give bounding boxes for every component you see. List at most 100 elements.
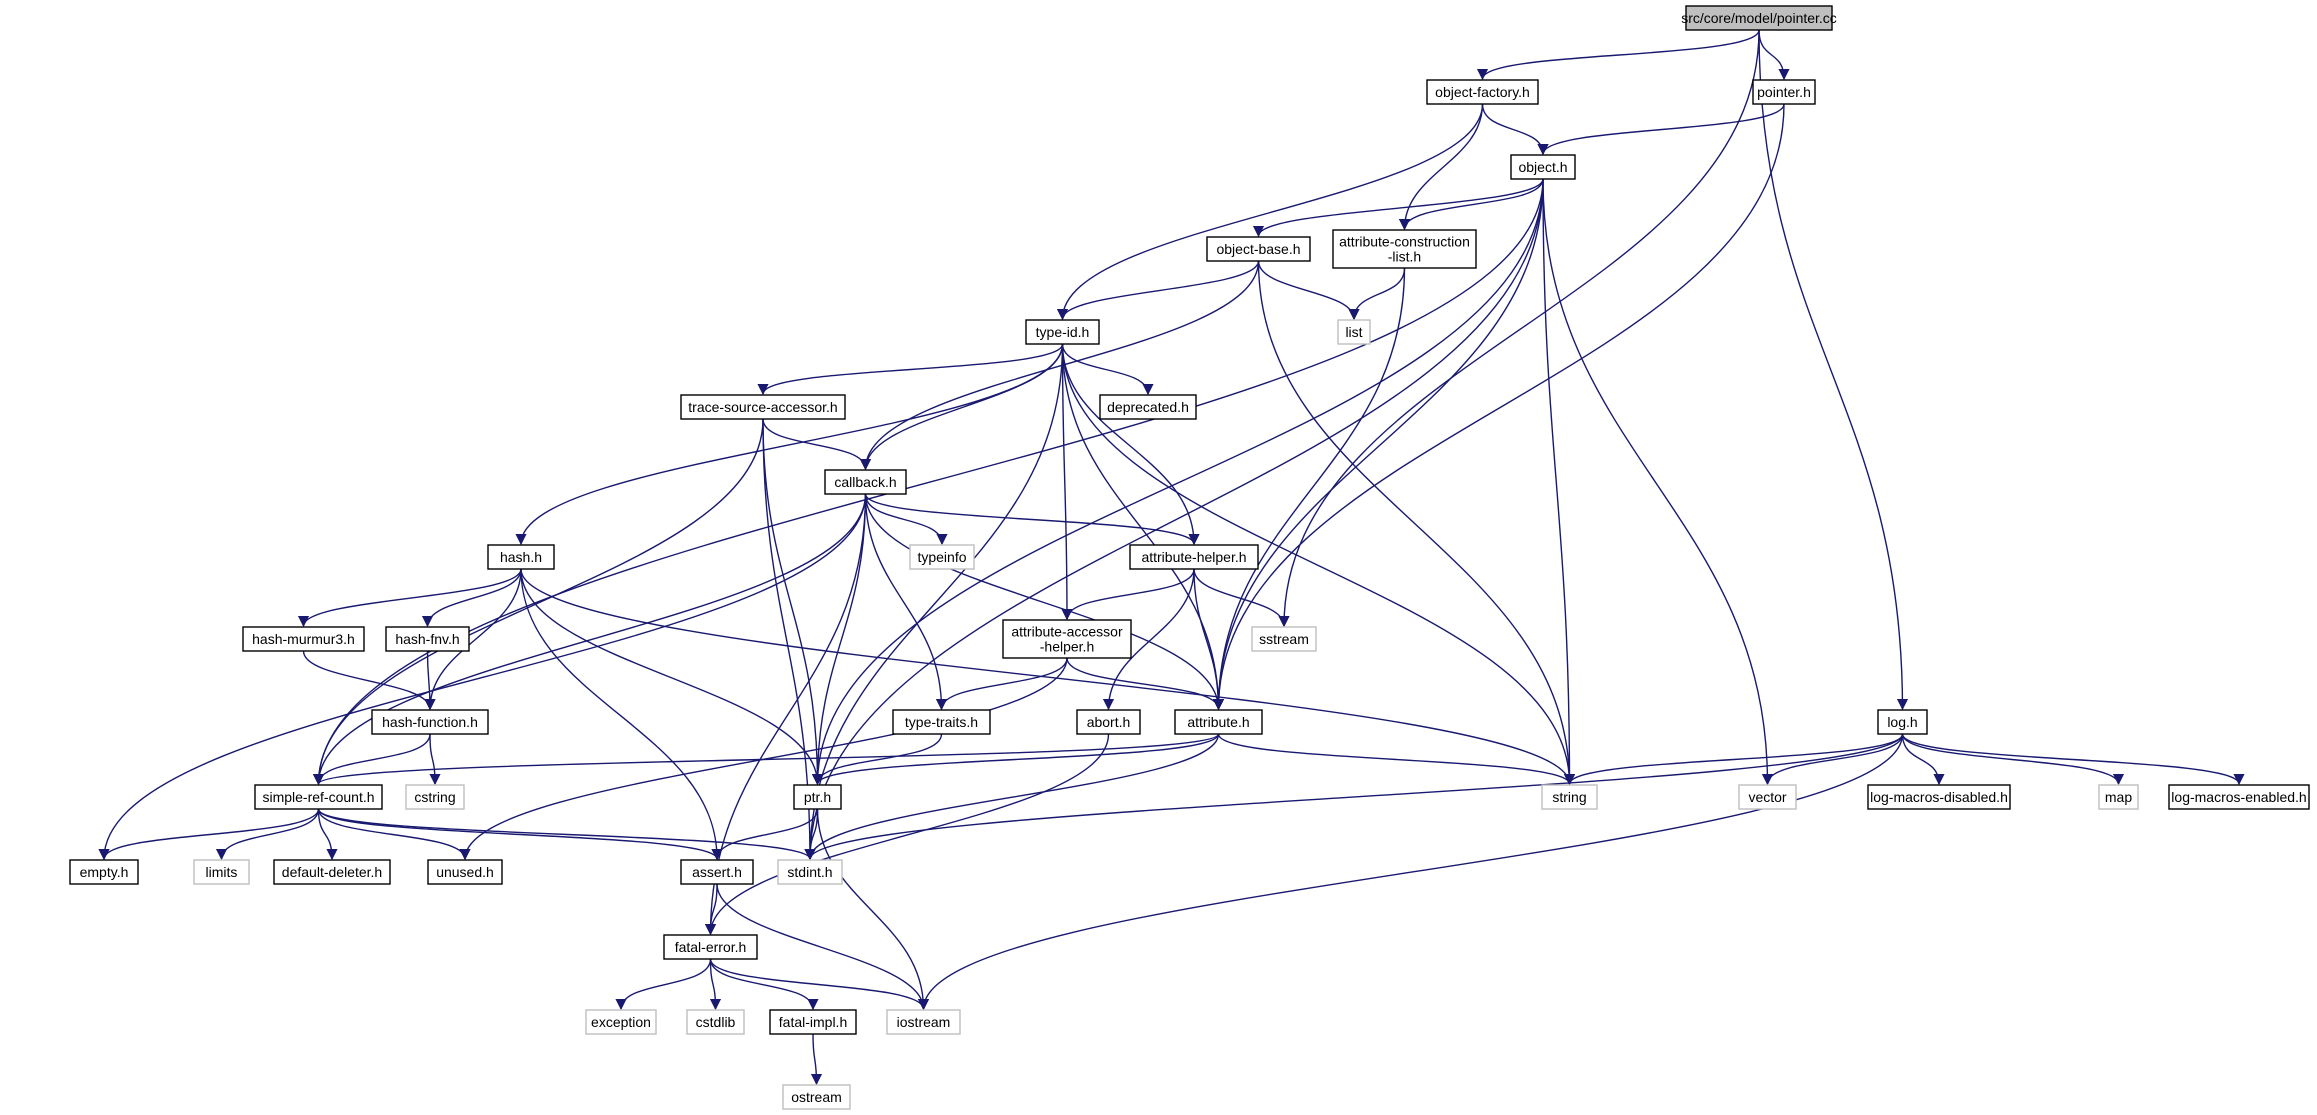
node-hash_h[interactable]: hash.h [487,544,555,570]
node-label: object-factory.h [1435,84,1530,100]
node-box [371,709,489,735]
node-box [1129,544,1259,570]
node-fatal_impl[interactable]: fatal-impl.h [769,1009,857,1035]
edge-attr_helper-to-attr_accessor [1061,568,1195,621]
node-box [1025,319,1100,345]
node-list: list [1337,319,1371,345]
node-attribute_h[interactable]: attribute.h [1174,709,1263,735]
node-log_h[interactable]: log.h [1877,709,1928,735]
node-type_id[interactable]: type-id.h [1025,319,1100,345]
node-attr_helper[interactable]: attribute-helper.h [1129,544,1259,570]
edge-object_base-to-list [1257,260,1360,321]
edge-simple_ref-to-limits [215,808,320,861]
edge-attribute_h-to-string [1217,733,1575,786]
node-object_base[interactable]: object-base.h [1206,236,1311,262]
node-label: empty.h [80,864,129,880]
node-box [585,1009,657,1035]
node-abort_h[interactable]: abort.h [1076,709,1141,735]
node-attr_construction[interactable]: attribute-construction-list.h [1332,229,1477,269]
node-label: ostream [791,1089,842,1105]
node-callback[interactable]: callback.h [824,469,907,495]
node-label: attribute.h [1187,714,1249,730]
node-label: -helper.h [1040,639,1094,655]
node-box [680,859,754,885]
edge-pointer_cc-to-log_h [1758,29,1909,711]
node-default_deleter[interactable]: default-deleter.h [273,859,391,885]
node-box [2168,784,2310,810]
node-hash_murmur[interactable]: hash-murmur3.h [242,626,365,652]
edge-object_h-to-attr_construction [1398,178,1544,231]
node-box [769,1009,857,1035]
node-label: vector [1748,789,1786,805]
node-box [686,1009,745,1035]
edge-type_id-to-trace_source [757,343,1064,396]
node-box [69,859,139,885]
node-assert_h[interactable]: assert.h [680,859,754,885]
edge-object_h-to-ptr_h [811,178,1544,786]
node-stdint: stdint.h [777,859,843,885]
node-box [1738,784,1797,810]
node-hash_function[interactable]: hash-function.h [371,709,489,735]
node-label: unused.h [436,864,494,880]
edge-fatal_error-to-iostream [709,958,930,1011]
node-sstream: sstream [1251,626,1317,652]
edge-object_h-to-vector [1542,178,1774,786]
node-label: cstdlib [696,1014,736,1030]
node-box [427,859,503,885]
node-label: attribute-accessor [1011,624,1123,640]
edge-object_h-to-attribute_h [1212,178,1544,711]
node-empty_h[interactable]: empty.h [69,859,139,885]
edge-object_factory-to-type_id [1056,103,1484,321]
edge-fatal_impl-to-ostream [810,1033,823,1086]
edge-attribute_h-to-simple_ref [313,733,1220,786]
edge-log_h-to-map [1901,733,2125,786]
edge-hash_h-to-hash_murmur [297,568,522,628]
edge-attr_helper-to-attribute_h [1193,568,1225,711]
node-box [1867,784,2011,810]
node-string: string [1541,784,1598,810]
edge-ptr_h-to-assert_h [711,808,819,861]
node-simple_ref[interactable]: simple-ref-count.h [254,784,383,810]
node-pointer_cc[interactable]: src/core/model/pointer.cc [1681,5,1837,31]
node-label: fatal-error.h [675,939,747,955]
node-box [385,626,470,652]
edge-ptr_h-to-iostream [816,808,930,1011]
edge-type_id-to-attr_accessor [1061,343,1073,621]
node-type_traits[interactable]: type-traits.h [892,709,991,735]
node-pointer_h[interactable]: pointer.h [1752,79,1816,105]
node-label: exception [591,1014,651,1030]
edge-fatal_error-to-fatal_impl [709,958,819,1011]
node-trace_source[interactable]: trace-source-accessor.h [680,394,846,420]
edge-hash_fnv-to-hash_function [424,650,436,711]
edge-pointer_cc-to-object_factory [1476,29,1760,81]
edge-hash_h-to-string [520,568,1575,786]
node-hash_fnv[interactable]: hash-fnv.h [385,626,470,652]
node-box [892,709,991,735]
node-unused_h[interactable]: unused.h [427,859,503,885]
node-deprecated[interactable]: deprecated.h [1099,394,1197,420]
node-label: log.h [1887,714,1917,730]
node-object_factory[interactable]: object-factory.h [1426,79,1539,105]
edge-attr_construction-to-list [1348,267,1406,321]
edge-log_h-to-stdint [804,733,1904,861]
node-attr_accessor[interactable]: attribute-accessor-helper.h [1002,619,1132,659]
edge-type_id-to-stdint [804,343,1064,861]
node-ptr_h[interactable]: ptr.h [793,784,842,810]
node-object_h[interactable]: object.h [1510,154,1576,180]
node-box [193,859,250,885]
node-log_disabled[interactable]: log-macros-disabled.h [1867,784,2011,810]
node-box [242,626,365,652]
edge-callback-to-ptr_h [811,493,867,786]
node-label: typeinfo [917,549,966,565]
edge-trace_source-to-ptr_h [762,418,824,786]
edge-callback-to-simple_ref [312,493,867,786]
node-fatal_error[interactable]: fatal-error.h [663,934,758,960]
node-box [1099,394,1197,420]
node-limits: limits [193,859,250,885]
node-label: assert.h [692,864,742,880]
node-cstdlib: cstdlib [686,1009,745,1035]
edge-hash_function-to-cstring [429,733,441,786]
node-log_enabled[interactable]: log-macros-enabled.h [2168,784,2310,810]
node-label: attribute-construction [1339,234,1470,250]
edge-attribute_h-to-stdint [804,733,1220,861]
